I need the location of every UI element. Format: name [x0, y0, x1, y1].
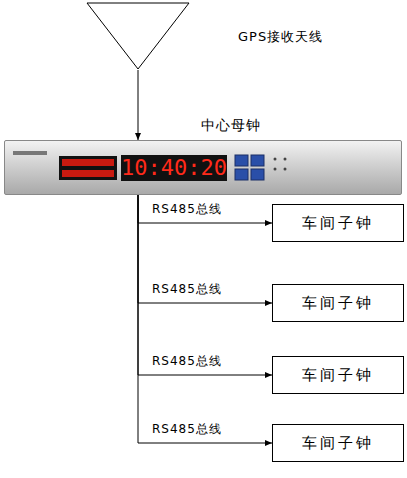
date-display — [59, 156, 117, 180]
panel-led — [284, 158, 287, 161]
bus-label: RS485总线 — [152, 421, 222, 438]
time-digits — [62, 170, 114, 177]
box-text: 车间子钟 — [302, 294, 374, 313]
bus-label: RS485总线 — [152, 281, 222, 298]
panel-led — [284, 168, 287, 171]
connector — [138, 70, 139, 140]
time-display: 10:40:20 — [121, 155, 227, 181]
box-text: 车间子钟 — [302, 366, 374, 385]
gps-antenna: GPS接收天线 — [86, 2, 190, 70]
panel-button — [235, 155, 248, 166]
sub-clock-box: 车间子钟 — [272, 204, 404, 242]
bus-label: RS485总线 — [152, 201, 222, 218]
connector — [138, 195, 272, 443]
sub-clock-box: 车间子钟 — [272, 356, 404, 394]
node-heading: 中心母钟 — [201, 117, 261, 135]
panel-button — [235, 169, 248, 180]
sub-clock-box: 车间子钟 — [272, 424, 404, 462]
connector — [138, 195, 272, 375]
bus-label: RS485总线 — [152, 353, 222, 370]
panel-led — [274, 158, 277, 161]
connector — [138, 195, 272, 303]
sub-clock-box: 车间子钟 — [272, 284, 404, 322]
box-text: 车间子钟 — [302, 214, 374, 233]
panel-button — [251, 155, 264, 166]
panel-logo — [13, 151, 47, 155]
antenna-outline — [86, 2, 190, 70]
antenna-triangle — [87, 3, 189, 69]
panel-button — [251, 169, 264, 180]
date-digits — [62, 159, 114, 166]
connector — [138, 195, 272, 223]
panel-led — [274, 168, 277, 171]
master-clock: 中心母钟10:40:20 — [4, 140, 402, 195]
box-text: 车间子钟 — [302, 434, 374, 453]
antenna-label: GPS接收天线 — [238, 28, 323, 46]
